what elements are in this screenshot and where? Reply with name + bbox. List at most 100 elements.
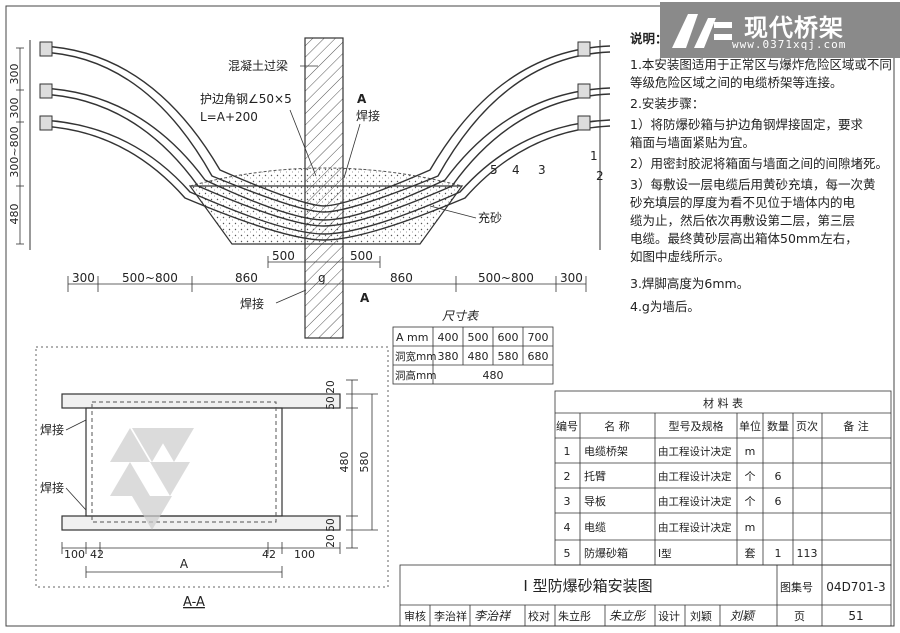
note-line-1: 1.本安装图适用于正常区与爆炸危险区域或不同 <box>630 57 892 72</box>
dim-300-b: 300 <box>8 98 21 119</box>
mat-r2-spec: 由工程设计决定 <box>658 470 732 483</box>
bottom-dims <box>67 256 587 292</box>
sec-dim-480: 480 <box>338 452 351 473</box>
dim-480: 480 <box>8 204 21 225</box>
mat-r5-page: 113 <box>797 547 818 560</box>
dim-b-500-800-l: 500~800 <box>122 271 178 285</box>
dim-b-300-r: 300 <box>560 271 583 285</box>
mat-r5-no: 5 <box>564 547 571 560</box>
sec-dim-50-bottom: 50 <box>325 518 337 531</box>
note-line-5: 箱面与墙面紧贴为宜。 <box>630 135 756 150</box>
checker-name: 朱立彤 <box>558 609 591 623</box>
callout-4: 4 <box>512 163 520 177</box>
section-mark-bottom: A <box>360 291 370 305</box>
reviewer-name: 李治祥 <box>434 609 467 623</box>
design-label: 设计 <box>658 610 680 623</box>
mat-h-unit: 单位 <box>739 419 761 433</box>
watermark-logo: 现代桥架 www.0371xqj.com <box>660 2 900 58</box>
callout-1: 1 <box>590 149 598 163</box>
mat-r5-qty: 1 <box>775 547 782 560</box>
section-frame <box>35 346 389 588</box>
review-label: 审核 <box>404 609 426 623</box>
watermark-brand: 现代桥架 <box>744 14 844 42</box>
size-w-680: 680 <box>528 350 549 363</box>
size-row-w-label: 洞宽mm <box>395 350 436 363</box>
callout-2: 2 <box>596 169 604 183</box>
designer-signature: 刘颖 <box>730 609 756 623</box>
mat-r3-unit: 个 <box>745 495 756 508</box>
mat-r4-name: 电缆 <box>584 521 606 534</box>
callout-5: 5 <box>490 163 498 177</box>
sec-dim-580: 580 <box>358 452 371 473</box>
sec-dim-42-r: 42 <box>262 548 276 561</box>
title-block: I 型防爆砂箱安装图 图集号 04D701-3 审核 李治祥 李治祥 校对 朱立… <box>399 564 892 627</box>
dim-b-300-l: 300 <box>72 271 95 285</box>
note-line-9: 缆为止，然后依次再敷设第二层，第三层 <box>630 213 856 228</box>
mat-r2-unit: 个 <box>745 470 756 483</box>
section-weld-2: 焊接 <box>40 480 64 495</box>
mat-h-name: 名 称 <box>604 419 630 433</box>
mat-r5-name: 防爆砂箱 <box>584 546 628 560</box>
dim-b-g: g <box>318 271 326 285</box>
sand-mound <box>189 167 463 187</box>
reviewer-signature: 李治祥 <box>474 609 512 623</box>
note-line-6: 2）用密封胶泥将箱面与墙面之间的间隙堵死。 <box>630 156 888 171</box>
watermark-triangles <box>110 428 194 530</box>
size-a-700: 700 <box>528 331 549 344</box>
box-opening <box>85 407 283 517</box>
sec-dim-100-l: 100 <box>64 548 85 561</box>
mat-r4-unit: m <box>745 521 756 534</box>
note-line-8: 砂充填层的厚度为看不见位于墙体内的电 <box>630 195 856 210</box>
mat-r3-name: 导板 <box>584 494 606 508</box>
note-line-2: 等级危险区域之间的电缆桥架等连接。 <box>630 75 843 90</box>
mat-r3-spec: 由工程设计决定 <box>658 495 732 508</box>
notes-title: 说明： <box>630 31 668 46</box>
mat-h-remark: 备 注 <box>843 419 869 433</box>
drawing-title: I 型防爆砂箱安装图 <box>523 577 652 595</box>
note-line-13: 4.g为墙后。 <box>630 299 700 314</box>
mat-r2-no: 2 <box>564 470 571 483</box>
mat-r4-no: 4 <box>564 521 571 534</box>
mat-r1-spec: 由工程设计决定 <box>658 445 732 458</box>
size-w-380: 380 <box>438 350 459 363</box>
mat-h-no: 编号 <box>556 419 578 433</box>
section-view: 焊接 焊接 20 50 480 580 50 20 <box>35 346 389 610</box>
designer-name: 刘颖 <box>690 610 712 623</box>
section-label: A-A <box>183 595 205 610</box>
materials-table: 材 料 表 编号 名 称 型号及规格 单位 数量 页次 备 注 1 电缆桥架 由… <box>554 390 892 566</box>
size-a-500: 500 <box>468 331 489 344</box>
size-a-600: 600 <box>498 331 519 344</box>
checker-signature: 朱立彤 <box>609 609 647 623</box>
dim-b-860-l: 860 <box>235 271 258 285</box>
mat-r1-no: 1 <box>564 445 571 458</box>
mat-r4-spec: 由工程设计决定 <box>658 521 732 534</box>
note-line-12: 3.焊脚高度为6mm。 <box>630 276 750 291</box>
size-table: 尺寸表 A mm 400 500 600 700 洞宽mm 380 480 58… <box>392 309 554 385</box>
materials-title: 材 料 表 <box>703 396 743 410</box>
mat-h-spec: 型号及规格 <box>669 419 724 433</box>
dim-300-800: 300~800 <box>8 126 21 177</box>
note-line-10: 电缆。最终黄砂层高出箱体50mm左右， <box>630 231 858 246</box>
label-weld-top: 焊接 <box>356 108 380 123</box>
top-angle-steel <box>61 393 341 409</box>
atlas-number: 04D701-3 <box>826 580 885 594</box>
logo-mark-icon <box>672 14 732 48</box>
label-sand: 充砂 <box>478 210 502 225</box>
page-number: 51 <box>848 609 863 623</box>
label-length: L=A+200 <box>200 110 258 124</box>
mat-r2-name: 托臂 <box>584 469 606 483</box>
sec-dim-50-top: 50 <box>325 396 337 409</box>
dim-b-500-l: 500 <box>272 249 295 263</box>
dim-300-a: 300 <box>8 64 21 85</box>
mat-r1-name: 电缆桥架 <box>584 445 628 458</box>
bottom-angle-steel <box>61 515 341 531</box>
mat-r1-unit: m <box>745 445 756 458</box>
size-row-a-label: A mm <box>396 331 428 344</box>
dim-b-860-r: 860 <box>390 271 413 285</box>
mat-h-page: 页次 <box>796 419 818 433</box>
note-line-3: 2.安装步骤： <box>630 96 705 111</box>
mat-h-qty: 数量 <box>767 420 789 433</box>
label-angle: 护边角钢∠50×5 <box>200 92 292 106</box>
note-line-4: 1）将防爆砂箱与护边角钢焊接固定，要求 <box>630 117 863 132</box>
